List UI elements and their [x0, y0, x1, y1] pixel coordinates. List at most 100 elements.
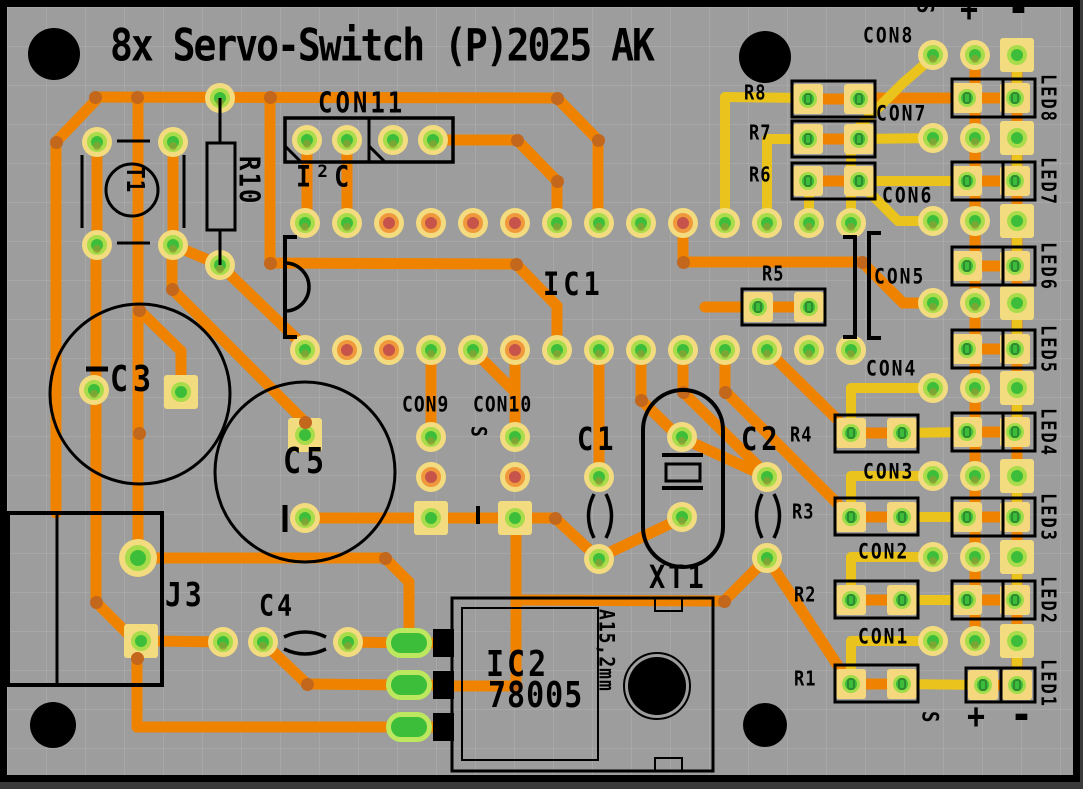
pad-shading [805, 223, 813, 231]
pad-tht-green [213, 632, 233, 652]
pad-shading [763, 477, 771, 485]
pad-tht-green [163, 132, 183, 152]
via [263, 90, 277, 104]
pad-tht-green [673, 340, 693, 360]
via [676, 255, 690, 269]
pad-tht-green [965, 547, 985, 567]
pad-shading [259, 642, 267, 650]
pad-shading [847, 350, 855, 358]
pad-tht-green [757, 340, 777, 360]
pad-tht-green [547, 213, 567, 233]
pad-shading [595, 350, 603, 358]
pad-tht-green [965, 466, 985, 486]
pad-shading [721, 223, 729, 231]
pad-tht-green [631, 213, 651, 233]
pad-core [1007, 547, 1027, 567]
pad-tht-green [923, 293, 943, 313]
pad-shading [595, 223, 603, 231]
pad-tht-green [965, 128, 985, 148]
pad-tht-green [757, 213, 777, 233]
silk-label-sig-mid: S [465, 426, 491, 437]
silk-label-con11: CON11 [318, 86, 406, 120]
pad-shading [427, 350, 435, 358]
pad-shading [511, 437, 519, 445]
pad-tht-green [799, 213, 819, 233]
pad-tht-red [421, 467, 441, 487]
pad-tht-green [799, 340, 819, 360]
pad-square-green [1000, 38, 1034, 72]
pad-tht-green [841, 213, 861, 233]
pad-tht-green [965, 631, 985, 651]
pad-oval-green [386, 670, 432, 700]
pad-shading [763, 350, 771, 358]
pad-oval-green [386, 712, 432, 742]
pad-square-green [1000, 121, 1034, 155]
silk-label-minus-top: - [1007, 0, 1030, 34]
pad-shading [343, 223, 351, 231]
pad-tht-red [505, 467, 525, 487]
pad-shading [971, 303, 979, 311]
pad-tht-green [421, 340, 441, 360]
silk-label-i2c: I²C [296, 159, 354, 194]
pad-core [505, 508, 525, 528]
pad-core [1007, 466, 1027, 486]
pad-tht-green [923, 547, 943, 567]
silk-label-con9: CON9 [402, 392, 450, 418]
silk-label-led3: LED3 [1035, 493, 1060, 542]
via [510, 133, 524, 147]
pad-tht-red [505, 340, 525, 360]
pad-tht-green [87, 132, 107, 152]
pad-oval-green [386, 628, 432, 658]
silk-label-con4: CON4 [866, 356, 918, 382]
via [49, 135, 63, 149]
silk-label-led1: LED1 [1035, 659, 1060, 708]
pad-shading [971, 641, 979, 649]
pad-tht-red [337, 340, 357, 360]
silk-label-c2: C2 [741, 421, 782, 459]
pad-tht-green [463, 340, 483, 360]
via [855, 255, 869, 269]
pad-tht-green [715, 340, 735, 360]
pad-tht-green [421, 427, 441, 447]
silk-label-con2: CON2 [858, 539, 910, 565]
via [509, 257, 523, 271]
pad-shading [595, 559, 603, 567]
pad-shading [929, 221, 937, 229]
silk-label-plus-top: + [960, 0, 979, 31]
pad-square-green [1000, 459, 1034, 493]
silk-label-t1: T1 [121, 166, 150, 194]
pad-core [1007, 211, 1027, 231]
pad-square-green [498, 501, 532, 535]
via [263, 256, 277, 270]
pad-shading [929, 55, 937, 63]
pad-tht-green [547, 340, 567, 360]
silk-label-led5: LED5 [1035, 325, 1060, 374]
silk-label-con1: CON1 [858, 624, 910, 650]
pad-shading [595, 477, 603, 485]
pad-shading [929, 303, 937, 311]
pad-tht-green [923, 128, 943, 148]
pad-shading [763, 558, 771, 566]
pad-tht-green [965, 211, 985, 231]
pad-shading [763, 223, 771, 231]
pad-shading [169, 142, 177, 150]
pad-tht-red [505, 213, 525, 233]
silk-label-title: 8x Servo-Switch (P)2025 AK [110, 19, 655, 72]
silk-label-r7: R7 [749, 121, 772, 146]
pad-shading [929, 641, 937, 649]
pad-shading [929, 138, 937, 146]
silk-label-minus-bottom: - [1010, 688, 1033, 741]
silk-label-j3: J3 [165, 575, 205, 615]
pad-shading [637, 223, 645, 231]
via [717, 594, 731, 608]
via [591, 133, 605, 147]
pad-shading [971, 138, 979, 146]
pad-shading [553, 350, 561, 358]
pad-shading [219, 642, 227, 650]
pad-shading [929, 476, 937, 484]
pad-shading [427, 437, 435, 445]
silk-label-con6: CON6 [882, 183, 934, 209]
pad-square-green [414, 501, 448, 535]
pad-square-green [1000, 624, 1034, 658]
pad-tht-green [87, 235, 107, 255]
